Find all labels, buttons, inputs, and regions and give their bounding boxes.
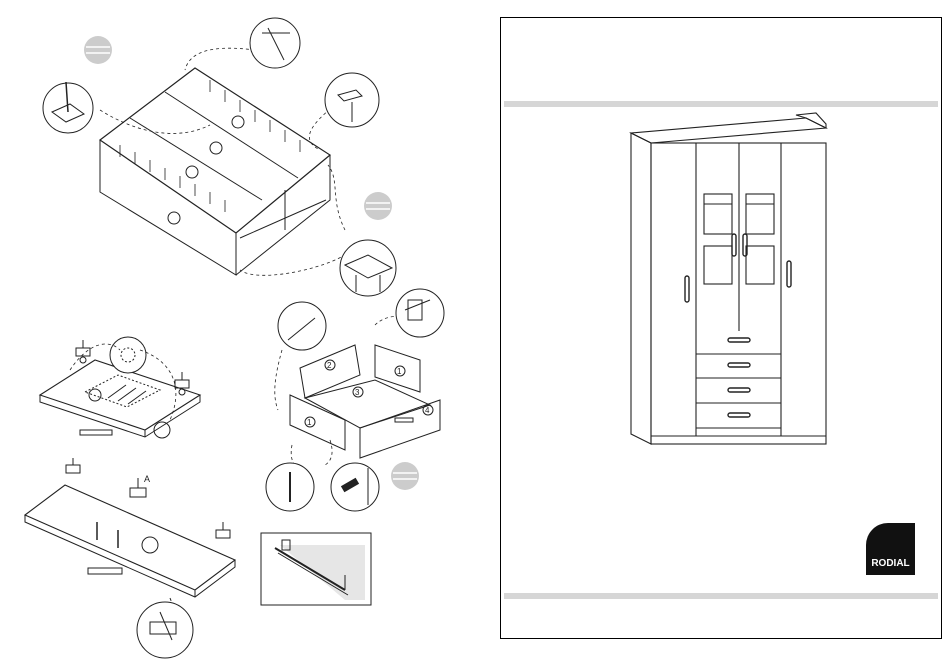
wardrobe-illustration (621, 106, 841, 466)
handle-icon (80, 430, 112, 435)
glass-pane (704, 246, 732, 284)
handle-icon (395, 418, 413, 422)
door-panel-lower: A (25, 458, 235, 658)
hinge-callout (137, 602, 193, 658)
glass-pane (704, 194, 732, 234)
detail-inset (261, 533, 371, 605)
callout-letter-a: A (144, 474, 150, 484)
wardrobe-side (631, 133, 651, 444)
bottom-divider-bar (504, 593, 938, 599)
dowel-callout (331, 463, 379, 511)
drawer-back-panel (300, 345, 360, 398)
cam-hole (210, 142, 222, 154)
door-panel-upper (40, 337, 200, 438)
cam-hole (142, 537, 158, 553)
corner-callout (340, 240, 396, 296)
handle-icon (685, 276, 689, 302)
hinge-callout (110, 337, 146, 373)
cover-panel: RODIAL (500, 17, 942, 639)
cam-hole (186, 166, 198, 178)
cam-hole (89, 389, 101, 401)
carcass-step (43, 18, 396, 296)
handle-icon (732, 234, 736, 256)
carcass-box (100, 68, 330, 233)
bracket-callout (396, 289, 444, 337)
drawer-front-panel (290, 395, 345, 450)
handle-icon (728, 388, 750, 392)
assembly-diagram: A 2 3 1 4 1 (0, 0, 480, 667)
part-number: 1 (397, 367, 402, 376)
handle-icon (728, 338, 750, 342)
handle-icon (88, 568, 122, 574)
part-number: 4 (425, 406, 430, 415)
glass-pane (746, 194, 774, 234)
glass-pane (746, 246, 774, 284)
handle-icon (728, 363, 750, 367)
step-badge (364, 192, 392, 220)
hinge-icon (66, 458, 230, 538)
handle-icon (787, 261, 791, 287)
step-badge (84, 36, 112, 64)
step-badge (391, 462, 419, 490)
drawer-bottom-panel (305, 380, 430, 428)
nail-callout (278, 302, 326, 350)
brand-logo: RODIAL (866, 523, 915, 575)
part-number: 3 (355, 388, 360, 397)
handle-icon (728, 413, 750, 417)
handle-icon (743, 234, 747, 256)
brand-logo-text: RODIAL (866, 558, 915, 569)
part-number: 1 (307, 418, 312, 427)
cam-hole (232, 116, 244, 128)
part-number: 2 (327, 361, 332, 370)
drawer-step: 2 3 1 4 1 (266, 289, 444, 511)
cam-hole (168, 212, 180, 224)
glass-insert (85, 375, 160, 407)
